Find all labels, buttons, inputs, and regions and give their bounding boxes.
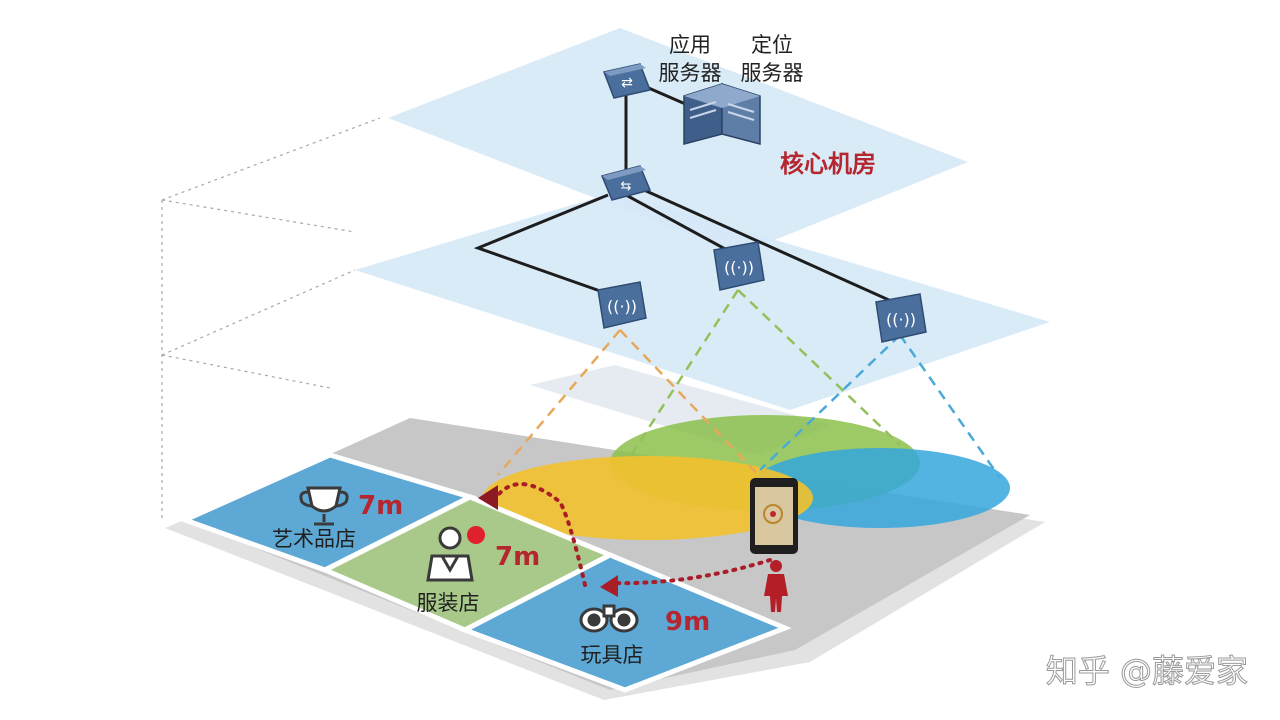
svg-text:⇄: ⇄ [621,75,633,91]
clothing-icon [426,526,474,582]
app-server-label-1: 应用 [669,33,711,57]
store-distance-toys: 9m [665,607,710,637]
route-path [496,482,772,587]
svg-text:((·)): ((·)) [886,310,916,329]
access-point-layer [355,192,1050,410]
loc-server-label-1: 定位 [751,33,793,57]
app-server-label-2: 服务器 [659,61,722,85]
store-distance-clothing: 7m [495,542,540,572]
svg-text:((·)): ((·)) [607,297,637,316]
trophy-icon [299,486,349,526]
loc-server-label-2: 服务器 [741,61,804,85]
coverage-zone-yellow [483,456,813,540]
person-icon [764,560,788,612]
binoculars-icon [579,604,639,633]
core-room-label: 核心机房 [780,150,876,178]
store-name-clothing: 服装店 [417,591,480,615]
core-room-layer [388,28,968,254]
phone-icon [750,478,798,554]
access-point-icon: ((·)) [597,281,647,329]
svg-text:((·)): ((·)) [724,258,754,277]
guide-lines [161,117,381,520]
access-point-icon: ((·)) [713,241,765,291]
coverage-zone-blue [750,448,1010,528]
router-icon: ⇄ [602,63,652,99]
store-name-toys: 玩具店 [581,643,644,667]
position-dot [467,526,485,544]
signal-lines [497,289,1002,483]
server-icon [683,82,761,145]
access-point-icon: ((·)) [875,293,927,343]
store-name-art: 艺术品店 [272,527,356,551]
position-marker [600,575,618,597]
store-distance-art: 7m [358,491,403,521]
switch-icon: ⇆ [600,165,652,201]
watermark: 知乎 @藤爱家 [1046,652,1248,690]
svg-text:⇆: ⇆ [621,179,632,194]
route-arrowhead [478,485,498,510]
network-wiring [473,84,901,307]
